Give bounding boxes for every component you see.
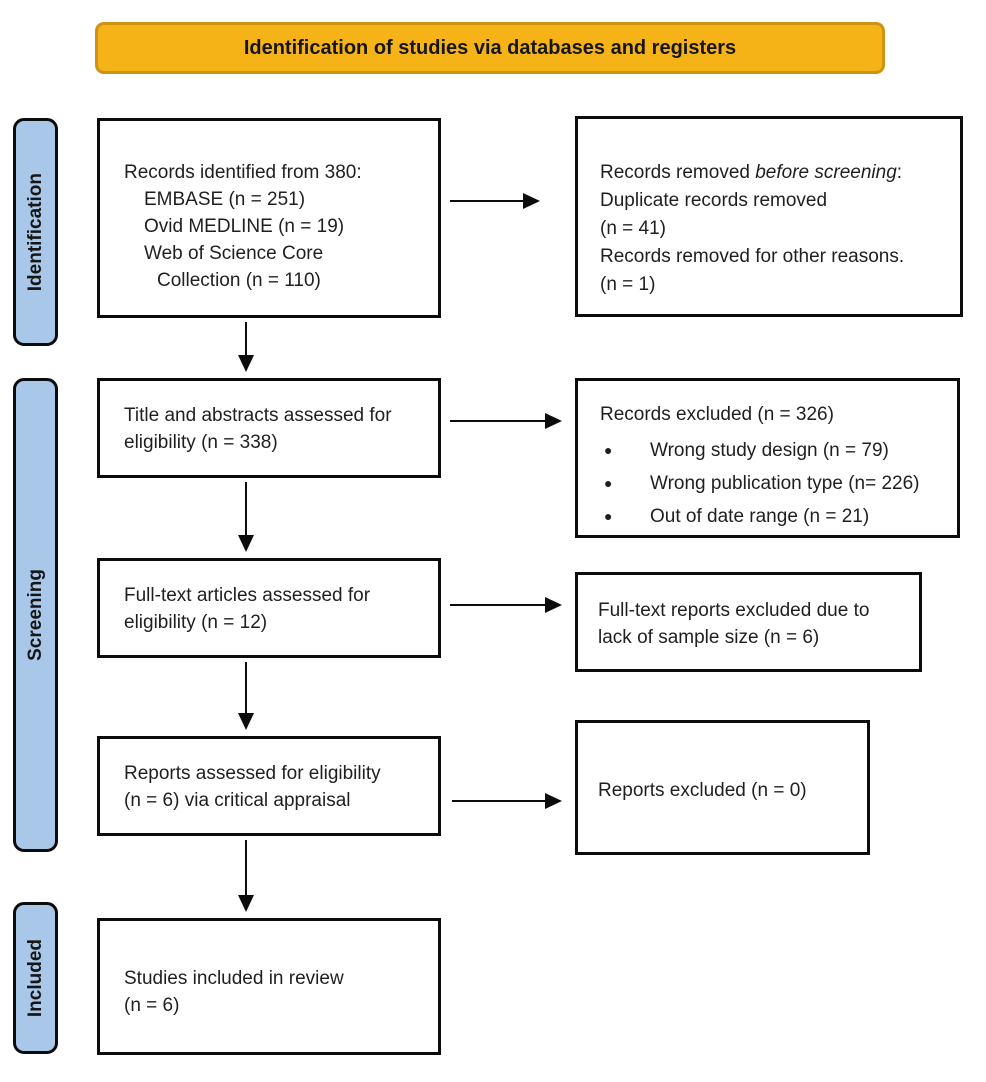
- records-identified-line: EMBASE (n = 251): [144, 189, 306, 210]
- records-excluded-reasons: Wrong study design (n = 79) Wrong public…: [600, 434, 949, 533]
- full-text-excluded-text: Full-text reports excluded due to lack o…: [598, 600, 870, 648]
- studies-included-text: Studies included in review (n = 6): [124, 968, 344, 1016]
- box-records-identified: Records identified from 380: EMBASE (n =…: [97, 118, 441, 318]
- box-full-text-excluded: Full-text reports excluded due to lack o…: [575, 572, 922, 672]
- box-full-text-assessed: Full-text articles assessed for eligibil…: [97, 558, 441, 658]
- records-identified-line: Web of Science Core: [144, 243, 324, 264]
- records-removed-details: Duplicate records removed (n = 41) Recor…: [600, 190, 905, 295]
- stage-label-identification: Identification: [24, 172, 46, 292]
- box-records-removed: Records removed before screening: Duplic…: [575, 116, 963, 317]
- full-text-assessed-text: Full-text articles assessed for eligibil…: [124, 585, 371, 633]
- records-excluded-heading: Records excluded (n = 326): [600, 404, 834, 425]
- records-identified-line: Ovid MEDLINE (n = 19): [144, 216, 345, 237]
- records-identified-line: Records identified from 380:: [124, 162, 362, 183]
- stage-label-screening: Screening: [24, 569, 46, 661]
- stage-bar-included: Included: [13, 902, 58, 1054]
- records-removed-heading: Records removed before screening:: [600, 162, 903, 183]
- stage-bar-screening: Screening: [13, 378, 58, 852]
- diagram-title: Identification of studies via databases …: [243, 36, 737, 59]
- before-screening-italic: before screening: [755, 162, 897, 183]
- stage-bar-identification: Identification: [13, 118, 58, 346]
- box-studies-included: Studies included in review (n = 6): [97, 918, 441, 1055]
- diagram-title-banner: Identification of studies via databases …: [95, 22, 885, 74]
- box-records-excluded: Records excluded (n = 326) Wrong study d…: [575, 378, 960, 538]
- records-identified-line: Collection (n = 110): [157, 270, 321, 291]
- reports-assessed-text: Reports assessed for eligibility (n = 6)…: [124, 763, 381, 811]
- excluded-reason-item: Wrong study design (n = 79): [604, 434, 949, 467]
- excluded-reason-item: Wrong publication type (n= 226): [604, 467, 949, 500]
- box-title-abstract-assessed: Title and abstracts assessed for eligibi…: [97, 378, 441, 478]
- box-reports-assessed: Reports assessed for eligibility (n = 6)…: [97, 736, 441, 836]
- title-abstract-text: Title and abstracts assessed for eligibi…: [124, 405, 392, 453]
- excluded-reason-item: Out of date range (n = 21): [604, 500, 949, 533]
- reports-excluded-text: Reports excluded (n = 0): [598, 780, 807, 801]
- stage-label-included: Included: [24, 938, 46, 1018]
- box-reports-excluded: Reports excluded (n = 0): [575, 720, 870, 855]
